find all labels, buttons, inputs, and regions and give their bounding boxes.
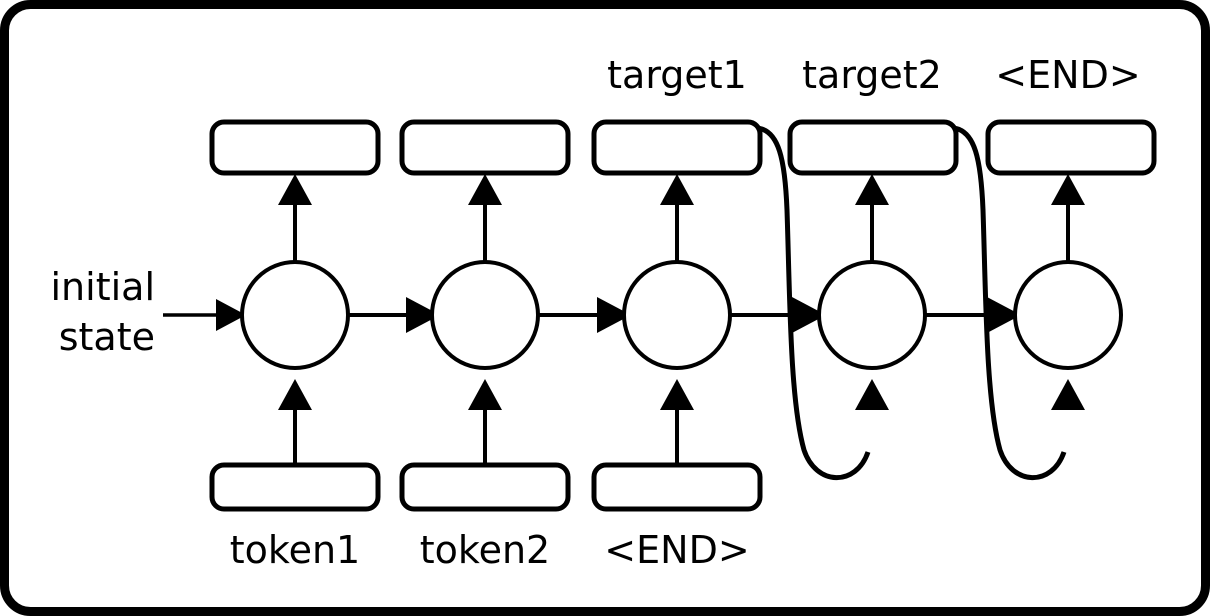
output-label-3: target1 bbox=[607, 53, 747, 97]
cell-chain-arrow-2-3 bbox=[538, 297, 631, 333]
cell-chain-arrow-3-4 bbox=[730, 297, 826, 333]
input-to-cell-arrow-3 bbox=[660, 379, 694, 465]
input-box-3[interactable] bbox=[591, 462, 763, 512]
initial-state-arrow bbox=[163, 299, 246, 331]
cell-chain-arrow-4-5 bbox=[925, 297, 1021, 333]
output-box-5[interactable] bbox=[985, 119, 1157, 176]
input-box-2[interactable] bbox=[399, 462, 571, 512]
rnn-cell-1[interactable] bbox=[240, 260, 350, 370]
cell-to-output-arrow-4 bbox=[855, 174, 889, 262]
output-box-1[interactable] bbox=[209, 119, 381, 176]
feedback-loop-4-to-5 bbox=[952, 125, 1085, 481]
input-box-1[interactable] bbox=[209, 462, 381, 512]
output-box-4[interactable] bbox=[787, 119, 959, 176]
input-to-cell-arrow-2 bbox=[468, 379, 502, 465]
timestep-column-4: target2 bbox=[787, 53, 959, 370]
rnn-cell-3[interactable] bbox=[622, 260, 732, 370]
initial-state-label-line1: initial bbox=[51, 265, 156, 309]
rnn-cell-5[interactable] bbox=[1013, 260, 1123, 370]
input-to-cell-arrow-1 bbox=[278, 379, 312, 465]
timestep-column-2: token2 bbox=[399, 119, 571, 572]
cell-to-output-arrow-2 bbox=[468, 174, 502, 262]
timestep-column-1: token1 bbox=[209, 119, 381, 572]
input-label-2: token2 bbox=[420, 528, 550, 572]
cell-to-output-arrow-1 bbox=[278, 174, 312, 262]
cell-chain-arrow-1-2 bbox=[348, 297, 440, 333]
timestep-column-5: <END> bbox=[985, 53, 1157, 370]
rnn-cell-4[interactable] bbox=[817, 260, 927, 370]
cell-to-output-arrow-5 bbox=[1051, 174, 1085, 262]
output-box-3[interactable] bbox=[591, 119, 763, 176]
initial-state-label-line2: state bbox=[59, 315, 155, 359]
input-label-3: <END> bbox=[604, 528, 749, 572]
output-box-2[interactable] bbox=[399, 119, 571, 176]
input-label-1: token1 bbox=[230, 528, 360, 572]
output-label-5: <END> bbox=[995, 53, 1140, 97]
rnn-cell-2[interactable] bbox=[430, 260, 540, 370]
feedback-loop-3-to-4 bbox=[756, 125, 889, 481]
output-label-4: target2 bbox=[802, 53, 942, 97]
cell-to-output-arrow-3 bbox=[660, 174, 694, 262]
timestep-column-3: target1 <END> bbox=[591, 53, 763, 572]
